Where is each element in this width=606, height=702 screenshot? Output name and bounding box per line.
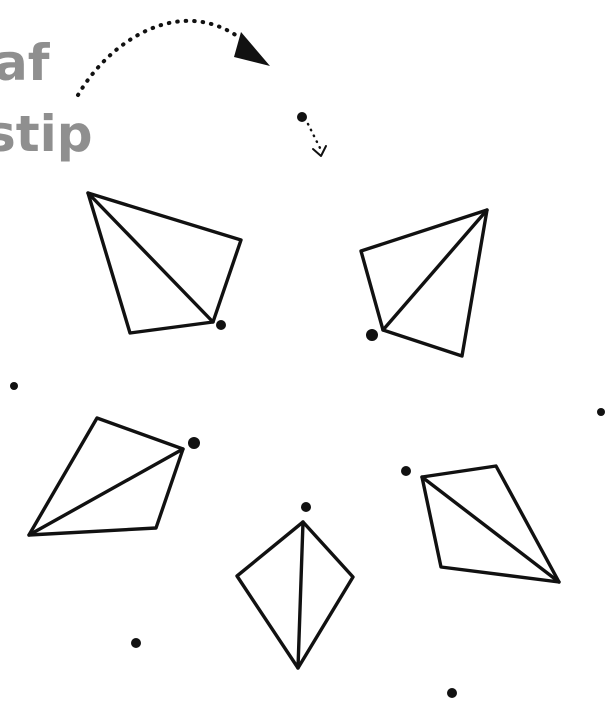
dotted-curve-arrowhead — [234, 32, 270, 66]
dot-kite-top-right — [366, 329, 378, 341]
outer-dot-right — [597, 408, 605, 416]
kite-left — [29, 418, 183, 535]
start-dot — [297, 112, 307, 122]
label-line-2: stip — [0, 105, 93, 163]
outer-dot-bottom-right — [447, 688, 457, 698]
kite-top-left — [88, 193, 241, 333]
dot-kite-top-left — [216, 320, 226, 330]
kite-top-right — [361, 210, 487, 356]
dot-kite-right — [401, 466, 411, 476]
dotted-curve-arrow — [78, 21, 240, 95]
dot-kite-left — [188, 437, 200, 449]
small-dotted-arrow — [308, 124, 320, 148]
outer-dot-bottom-left — [131, 638, 141, 648]
kite-right — [422, 466, 559, 582]
kite-bottom — [237, 522, 353, 668]
dot-kite-bottom — [301, 502, 311, 512]
outer-dot-left — [10, 382, 18, 390]
label-line-1: af — [0, 34, 51, 92]
